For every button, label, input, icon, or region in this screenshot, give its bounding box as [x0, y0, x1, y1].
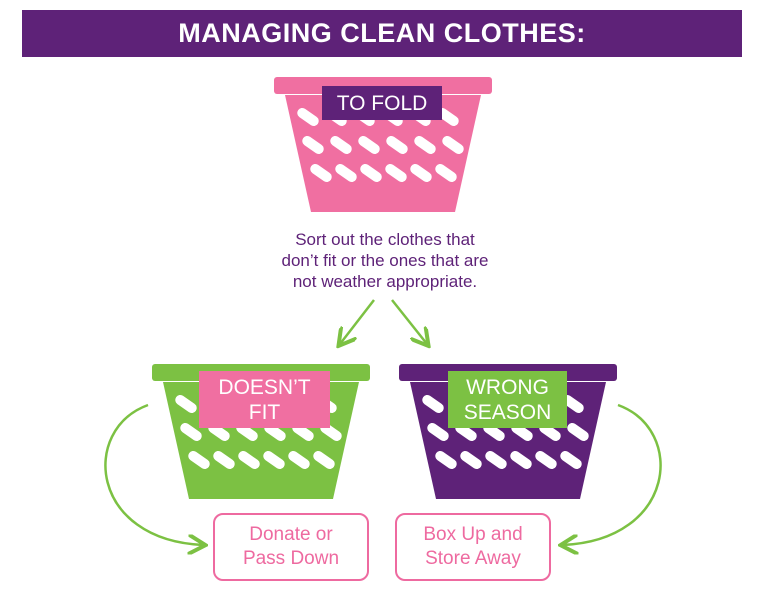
label-to-fold: TO FOLD [322, 86, 442, 120]
basket-to-fold-slot [330, 135, 352, 155]
outcome-store: Box Up and Store Away [395, 513, 551, 581]
basket-to-fold-slot [297, 107, 319, 127]
arrow-down-right [391, 299, 427, 344]
label-line: DOESN’T [218, 375, 311, 399]
description-line: don’t fit or the ones that are [281, 251, 489, 270]
basket-doesnt-fit-slot [188, 450, 210, 470]
basket-to-fold-slot [435, 163, 457, 183]
description-line: Sort out the clothes that [295, 230, 475, 249]
basket-to-fold-slot [385, 163, 407, 183]
basket-wrong-season-slot [485, 450, 507, 470]
basket-to-fold-slot [437, 107, 459, 127]
basket-doesnt-fit-slot [180, 422, 202, 442]
basket-wrong-season-slot [562, 394, 584, 414]
basket-doesnt-fit-slot [213, 450, 235, 470]
basket-to-fold-slot [360, 163, 382, 183]
basket-wrong-season-slot [560, 450, 582, 470]
basket-to-fold-slot [410, 163, 432, 183]
basket-to-fold-body [285, 95, 481, 212]
basket-wrong-season-slot [510, 450, 532, 470]
basket-wrong-season-slot [567, 422, 589, 442]
outcome-line: Donate or [249, 524, 333, 545]
basket-doesnt-fit-slot [175, 394, 197, 414]
description: Sort out the clothes that don’t fit or t… [235, 229, 535, 292]
basket-to-fold-slot [358, 135, 380, 155]
basket-to-fold-slot [414, 135, 436, 155]
label-line: FIT [248, 400, 281, 424]
basket-to-fold-slot [310, 163, 332, 183]
basket-doesnt-fit-slot [313, 450, 335, 470]
basket-wrong-season-slot [435, 450, 457, 470]
basket-doesnt-fit-slot [263, 450, 285, 470]
outcome-donate: Donate or Pass Down [213, 513, 369, 581]
basket-doesnt-fit-slot [238, 450, 260, 470]
label-wrong-season: WRONG SEASON [448, 371, 567, 428]
label-doesnt-fit: DOESN’T FIT [199, 371, 330, 428]
outcome-line: Store Away [425, 548, 521, 569]
arrow-down-left [340, 299, 375, 344]
basket-wrong-season-slot [427, 422, 449, 442]
basket-doesnt-fit-slot [288, 450, 310, 470]
outcome-line: Pass Down [242, 548, 340, 569]
basket-wrong-season-slot [422, 394, 444, 414]
outcome-line: Box Up and [423, 524, 523, 545]
basket-to-fold-slot [335, 163, 357, 183]
arrow-curve-left [104, 403, 203, 545]
basket-wrong-season-slot [460, 450, 482, 470]
page-title: MANAGING CLEAN CLOTHES: [22, 10, 742, 57]
arrow-curve-right [563, 403, 662, 545]
label-line: SEASON [463, 400, 552, 424]
label-line: WRONG [466, 375, 549, 399]
description-line: not weather appropriate. [292, 272, 478, 291]
basket-wrong-season-slot [535, 450, 557, 470]
basket-to-fold-slot [302, 135, 324, 155]
basket-to-fold-slot [386, 135, 408, 155]
basket-to-fold-slot [442, 135, 464, 155]
